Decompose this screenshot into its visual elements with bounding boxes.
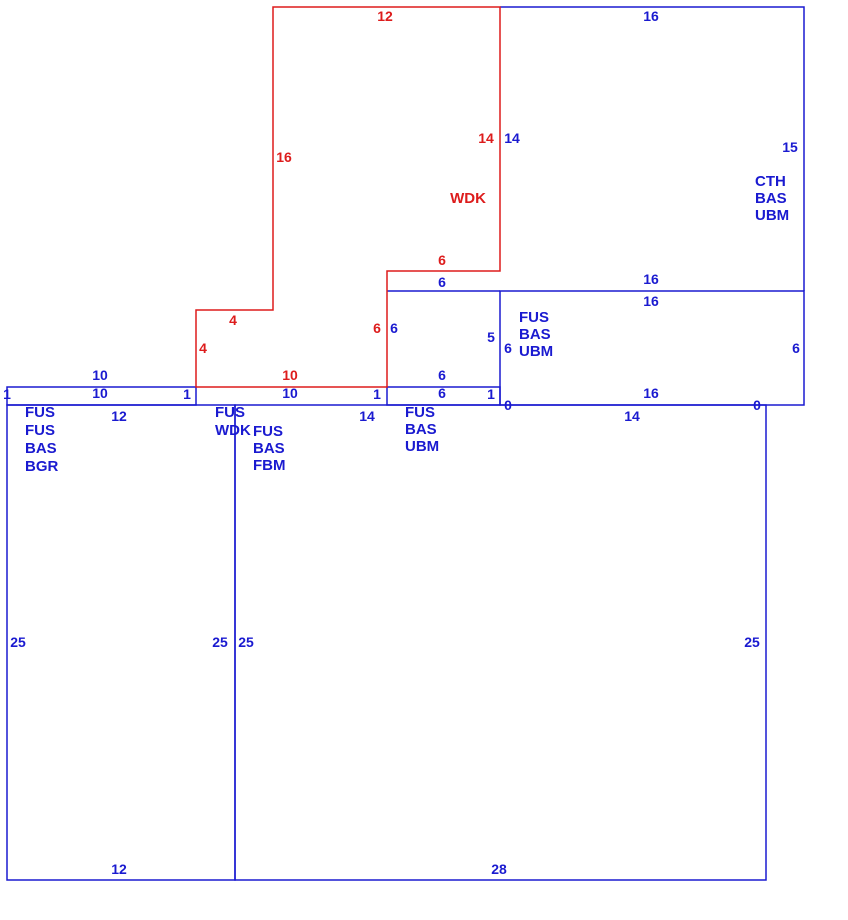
bgr-code: FUS [25,404,55,421]
area-bgr-outline [6,404,236,881]
dim-fbm-bottom: 28 [491,861,507,877]
dim-wdk-notch-left: 6 [373,320,381,336]
dim-strip1-bottom: 10 [92,385,108,401]
dim-bgr-right: 25 [212,634,228,650]
dim-mid-top: 6 [438,274,446,290]
fbm-code: FBM [253,457,286,474]
cth-code: CTH [755,173,786,190]
blue-outlines [6,6,805,881]
dim-strip3-bottom: 6 [438,385,446,401]
ubm-mid-code: UBM [519,343,553,360]
dim-wdk-top: 12 [377,8,393,24]
bgr-code: BGR [25,458,59,475]
area-ubm-mid-outline [499,290,805,406]
dim-ubm-mid-right: 6 [792,340,800,356]
dim-mid-right: 5 [487,329,495,345]
red-outlines [195,6,501,388]
dim-fbm-top: 14 [359,408,375,424]
dim-strip3-right: 1 [487,386,495,402]
dim-bgr-left: 25 [10,634,26,650]
dim-cth-top: 16 [643,8,659,24]
dim-ubm-mid-zero-right: 0 [753,397,761,413]
dim-cth-bottom: 16 [643,271,659,287]
ubm-low-code: BAS [405,421,437,438]
dim-strip1-top: 10 [92,367,108,383]
dim-ubm-mid-zero-left: 0 [504,397,512,413]
cth-code: BAS [755,190,787,207]
bgr-code: FUS [25,422,55,439]
dim-strip2-bottom: 10 [282,385,298,401]
dim-strip3-top: 6 [438,367,446,383]
ubm-mid-code: BAS [519,326,551,343]
dim-bgr-top: 12 [111,408,127,424]
ubm-low-code: UBM [405,438,439,455]
dim-ubm-mid-bottom: 16 [643,385,659,401]
area-deck-label: WDK [450,190,486,207]
dim-bgr-bottom: 12 [111,861,127,877]
dim-wdk-bottom: 10 [282,367,298,383]
red-dimensions: 12 16 14 6 6 4 4 10 WDK [199,8,494,383]
wdk-code: FUS [215,404,245,421]
dim-mid-left: 6 [390,320,398,336]
dim-fbm-right: 25 [744,634,760,650]
dim-wdk-step-left: 4 [199,340,207,356]
dim-strip2-right: 1 [373,386,381,402]
area-labels: FUS FUS BAS BGR FUS WDK FUS BAS FBM FUS … [25,173,789,475]
wdk-code: WDK [215,422,251,439]
dim-ubm-mid-top: 16 [643,293,659,309]
dim-cth-right: 15 [782,139,798,155]
dim-wdk-notch-top: 6 [438,252,446,268]
blue-dimensions: 12 12 25 25 25 25 28 14 14 10 10 1 1 10 … [3,8,800,877]
dim-wdk-step-top: 4 [229,312,237,328]
area-fbm-outline [234,404,767,881]
dim-strip1-left: 1 [3,386,11,402]
dim-ubm-mid-left: 6 [504,340,512,356]
dim-strip1-right: 1 [183,386,191,402]
area-cth-outline [500,6,805,291]
bgr-code: BAS [25,440,57,457]
dim-wdk-left: 16 [276,149,292,165]
dim-fbm-left: 25 [238,634,254,650]
deck-wdk-outline [195,6,501,388]
dim-wdk-right: 14 [478,130,494,146]
dim-cth-left-bottom: 14 [624,408,640,424]
dim-cth-left: 14 [504,130,520,146]
cth-code: UBM [755,207,789,224]
ubm-low-code: FUS [405,404,435,421]
fbm-code: FUS [253,423,283,440]
fbm-code: BAS [253,440,285,457]
ubm-mid-code: FUS [519,309,549,326]
strip-left-outline [6,386,197,406]
